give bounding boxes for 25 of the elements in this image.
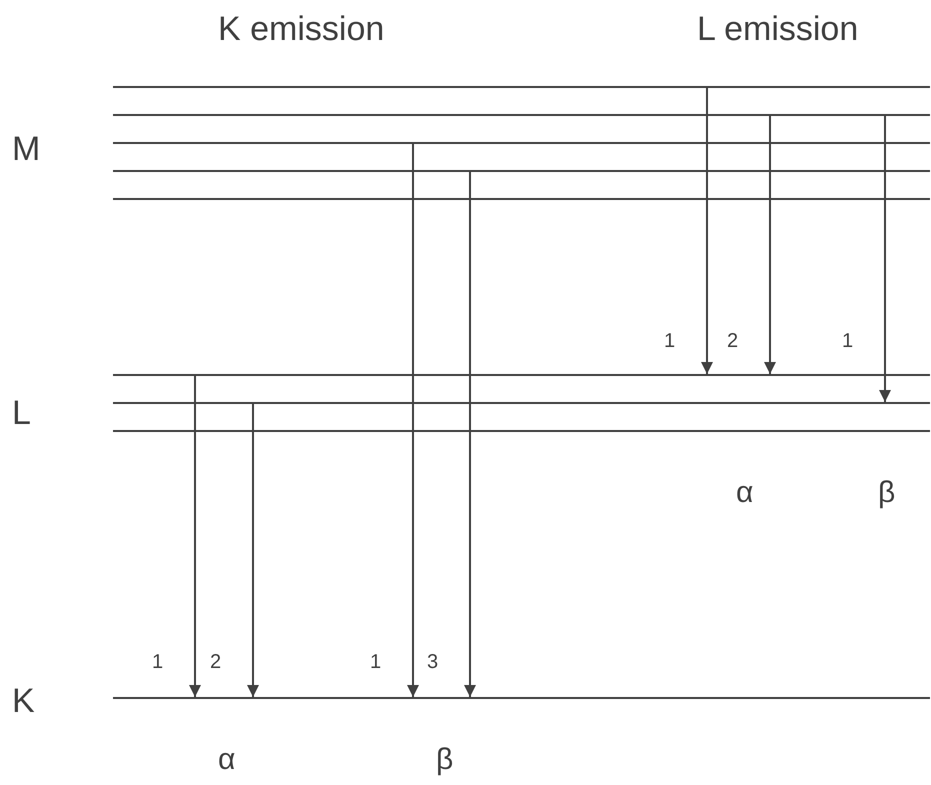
energy-level-line [113,170,930,172]
energy-level-line [113,430,930,432]
series-label: β [436,745,454,775]
arrow [407,144,419,697]
shell-label: K [12,684,35,718]
series-label: α [736,478,754,508]
energy-level-line [113,374,930,376]
shell-label: M [12,132,40,166]
series-label: α [218,745,236,775]
energy-level-line [113,142,930,144]
arrow [464,172,476,697]
arrow [247,404,259,697]
energy-level-line [113,198,930,200]
heading: L emission [697,12,858,46]
energy-level-line [113,114,930,116]
energy-level-line [113,402,930,404]
arrow [189,376,201,697]
arrow [701,88,713,374]
arrow [764,116,776,374]
series-label: β [878,478,896,508]
heading: K emission [218,12,384,46]
arrow [879,116,891,402]
shell-label: L [12,396,31,430]
energy-level-line [113,86,930,88]
energy-level-line [113,697,930,699]
